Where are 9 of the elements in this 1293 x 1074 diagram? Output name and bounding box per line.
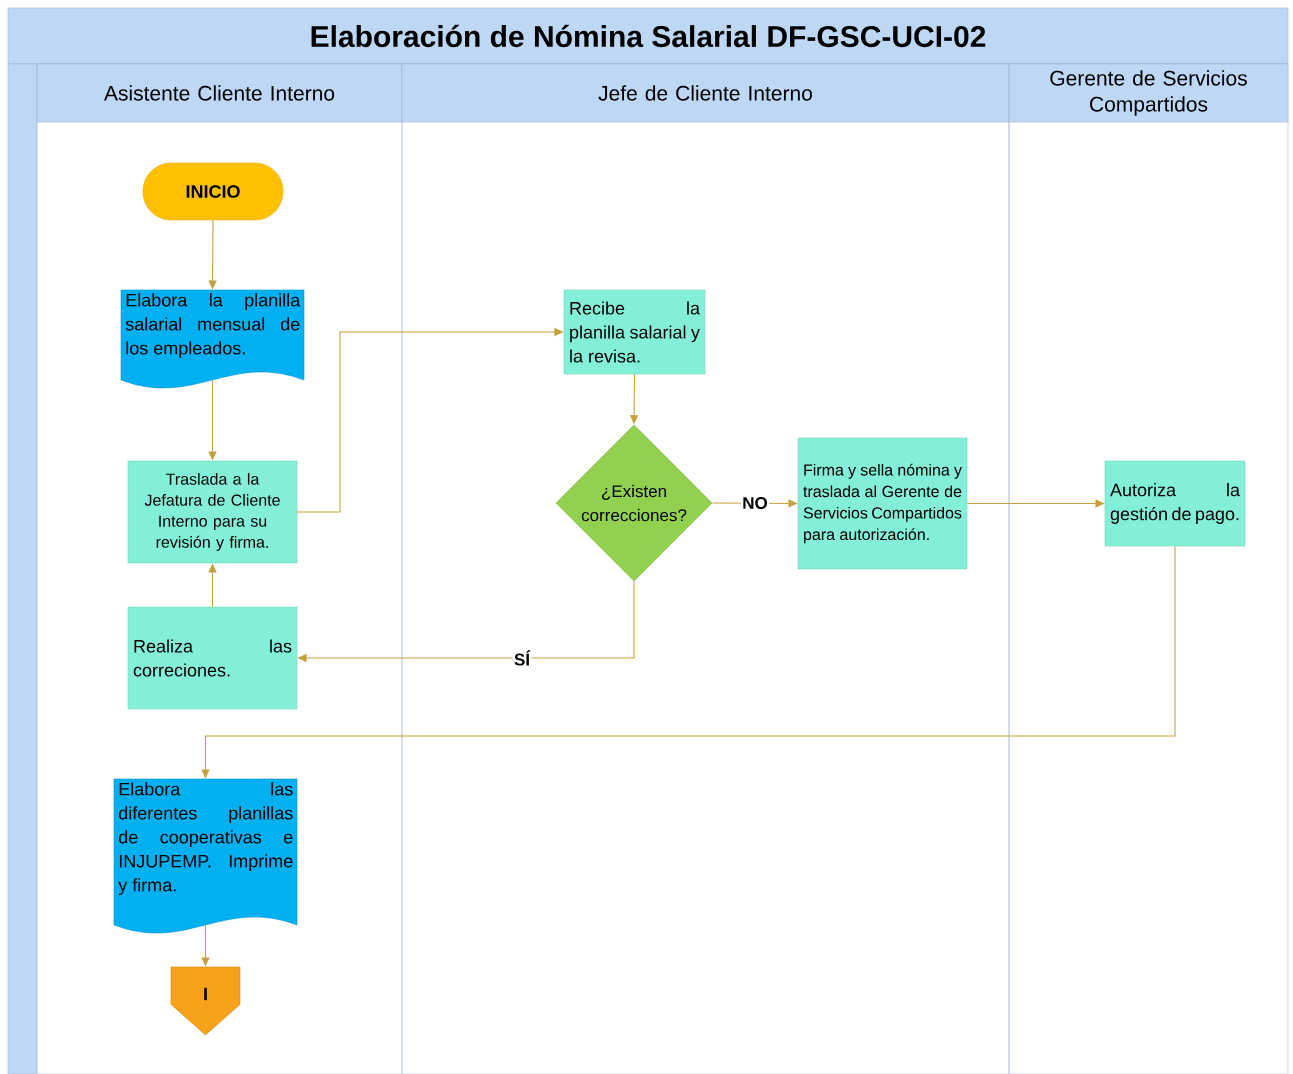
- process-box: Recibe la planilla salarial y la revisa.: [563, 289, 706, 375]
- process-box: Firma y sella nómina y traslada al Gerente de Servicios Compartidos para autorización.: [797, 437, 968, 570]
- edge-label: NO: [740, 495, 770, 511]
- start-terminator: INICIO: [142, 162, 284, 221]
- off-page-connector: I: [170, 966, 241, 1036]
- process-box: Autoriza la gestión de pago.: [1104, 460, 1246, 547]
- edge-label: SÍ: [512, 649, 532, 667]
- process-box: Traslada a la Jefatura de Cliente Interno para su revisión y firma.: [127, 460, 298, 564]
- process-box: Realiza las correciones.: [127, 606, 298, 710]
